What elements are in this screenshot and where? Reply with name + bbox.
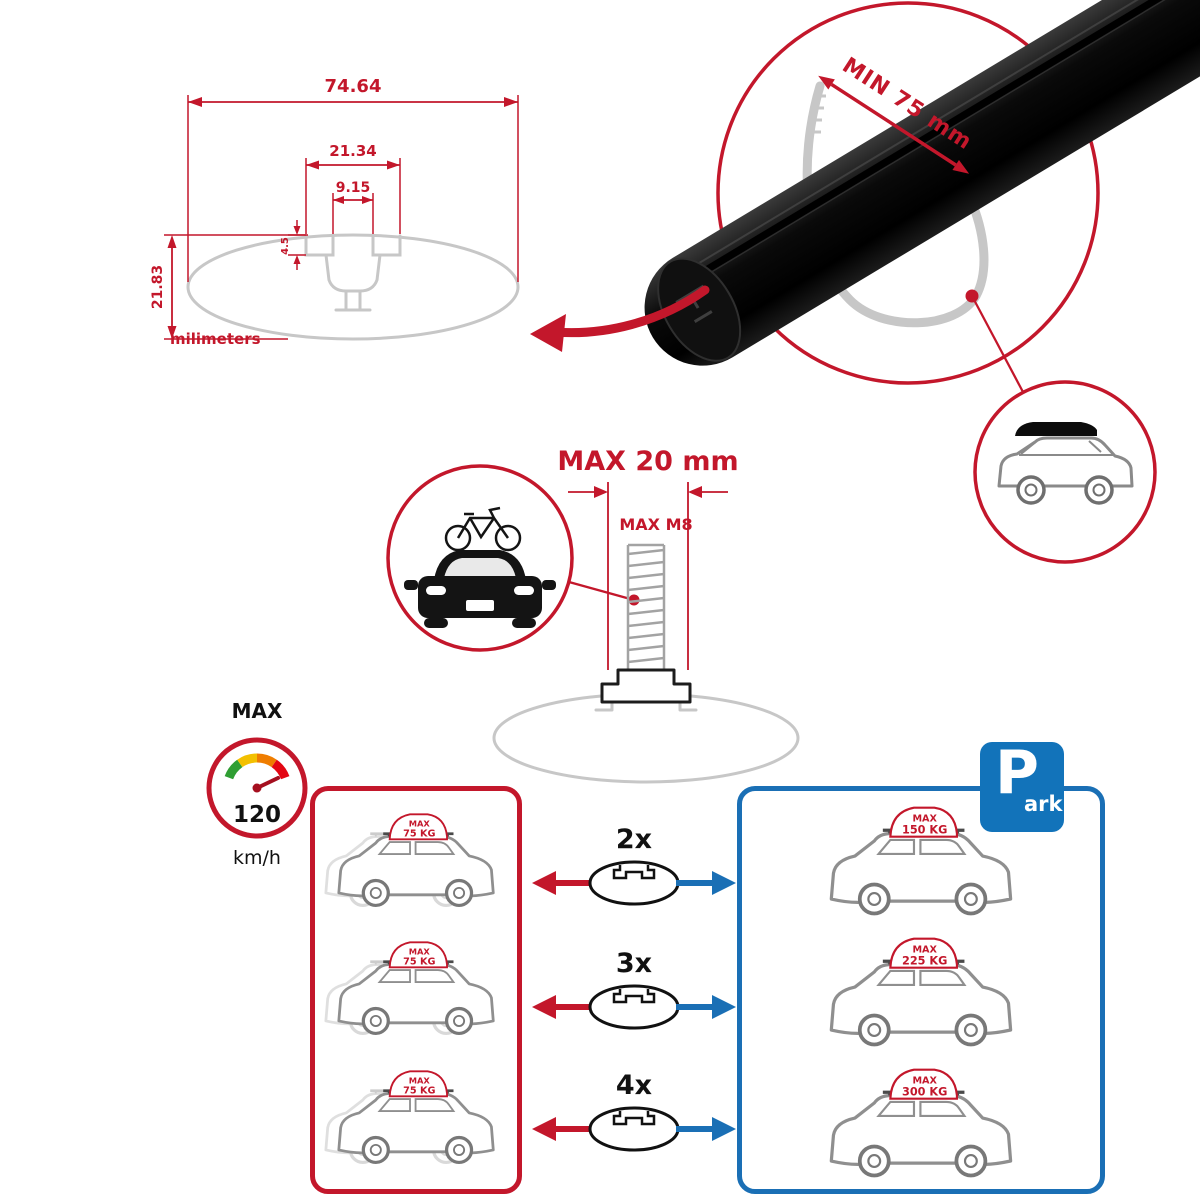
left-arrow-icon (532, 871, 556, 895)
svg-text:75 KG: 75 KG (403, 957, 435, 968)
bolt-length-dimension (568, 482, 728, 670)
crossbar-end-profile (657, 257, 742, 362)
bolt-callout-leader (568, 580, 635, 602)
roof-load-tag: MAX 150 KG (888, 806, 958, 838)
dim-slot-outer-width: 21.34 (305, 142, 401, 234)
car-load-item: MAX 75 KG (323, 805, 509, 918)
bolt-max-thread-label: MAX M8 (619, 515, 692, 534)
roof-load-tag: MAX 75 KG (388, 1070, 448, 1098)
svg-text:MAX: MAX (408, 947, 430, 957)
svg-text:MAX: MAX (912, 945, 937, 956)
right-arrow-icon (712, 871, 736, 895)
car-load-item: MAX 150 KG (814, 797, 1029, 928)
suv-roofbox-circle (973, 380, 1157, 564)
svg-text:75 KG: 75 KG (403, 828, 435, 839)
left-arrow-icon (532, 1117, 556, 1141)
park-sign: P ark (980, 738, 1064, 832)
bar-count-arrows (532, 984, 736, 1030)
svg-text:300 KG: 300 KG (902, 1086, 947, 1099)
crossbar-ghost-section (492, 692, 800, 784)
multiplier-label: 4x (615, 1070, 653, 1101)
roof-load-tag: MAX 75 KG (388, 941, 448, 969)
svg-text:MAX: MAX (912, 1076, 937, 1087)
suv-illustration (997, 436, 1134, 505)
right-arrow-icon (712, 995, 736, 1019)
svg-text:21.83: 21.83 (150, 265, 166, 309)
car-load-item: MAX 300 KG (814, 1059, 1029, 1190)
roof-load-tag: MAX 75 KG (388, 813, 448, 841)
svg-text:MAX: MAX (408, 818, 430, 828)
dim-slot-inner-width: 9.15 (332, 180, 374, 234)
svg-text:150 KG: 150 KG (902, 824, 947, 837)
car-front-icon (404, 550, 556, 628)
car-illustration (828, 828, 1013, 916)
car-load-item: MAX 225 KG (814, 928, 1029, 1059)
roof-box-icon (1015, 422, 1097, 436)
right-arrow-icon (712, 1117, 736, 1141)
bicycle-icon (444, 506, 522, 552)
car-load-item: MAX 75 KG (323, 933, 509, 1046)
svg-text:MAX: MAX (912, 814, 937, 825)
crossbar-detail-view: MIN 75 mm (530, 0, 1200, 564)
crossbar-section-icon (588, 860, 680, 906)
bolt-spec-diagram: MAX 20 mm MAX M8 (386, 446, 800, 784)
svg-text:74.64: 74.64 (325, 76, 382, 97)
svg-text:21.34: 21.34 (329, 142, 376, 160)
unit-label: milimeters (170, 330, 261, 348)
dim-lip-depth: 4.5 (280, 220, 308, 270)
speed-value: 120 (233, 802, 281, 828)
roof-load-tag: MAX 225 KG (888, 937, 958, 969)
multiplier-row: 3x (528, 950, 740, 1033)
threaded-bolt-illustration (626, 543, 666, 670)
bolt-max-length-label: MAX 20 mm (557, 446, 738, 477)
multiplier-row: 4x (528, 1072, 740, 1155)
bar-count-arrows (532, 1106, 736, 1152)
multiplier-row: 2x (528, 826, 740, 909)
car-illustration (828, 959, 1013, 1047)
speedometer: MAX 120 km/h (206, 699, 308, 869)
zoom-circle (716, 1, 1100, 385)
profile-dimension-drawing: 74.64 21.34 9.15 4.5 (150, 76, 520, 348)
bike-car-circle (386, 464, 574, 652)
gauge-arc (224, 753, 290, 780)
svg-text:75 KG: 75 KG (403, 1086, 435, 1097)
speed-max-label: MAX (232, 699, 283, 723)
callout-leader (971, 295, 1024, 393)
park-sign-suffix: ark (1024, 792, 1063, 816)
multiplier-label: 2x (615, 824, 653, 855)
bar-count-arrows (532, 860, 736, 906)
crossbar-section-icon (588, 984, 680, 1030)
car-illustration (828, 1090, 1013, 1178)
right-load-panel: MAX 150 KG MAX 225 KG MAX (737, 786, 1105, 1194)
crossbar-section-icon (588, 1106, 680, 1152)
svg-text:225 KG: 225 KG (902, 955, 947, 968)
svg-text:9.15: 9.15 (336, 180, 371, 196)
t-slot-nut-icon (600, 668, 692, 704)
roof-load-tag: MAX 300 KG (888, 1068, 958, 1100)
speed-unit: km/h (233, 847, 281, 869)
left-load-panel: MAX 75 KG MAX 75 KG (310, 786, 522, 1194)
multiplier-label: 3x (615, 948, 653, 979)
car-load-item: MAX 75 KG (323, 1062, 509, 1175)
left-arrow-icon (532, 995, 556, 1019)
dim-total-width: 74.64 (187, 76, 519, 282)
clamp-thread-marks (811, 94, 826, 134)
svg-text:4.5: 4.5 (280, 237, 291, 255)
zoom-out-arrow (530, 285, 710, 352)
dim-total-height: 21.83 (150, 234, 306, 340)
crossbar-cross-section-outline (186, 233, 520, 341)
crossbar-photo (644, 0, 1200, 366)
park-sign-letter: P (995, 738, 1039, 808)
svg-text:MAX: MAX (408, 1075, 430, 1085)
